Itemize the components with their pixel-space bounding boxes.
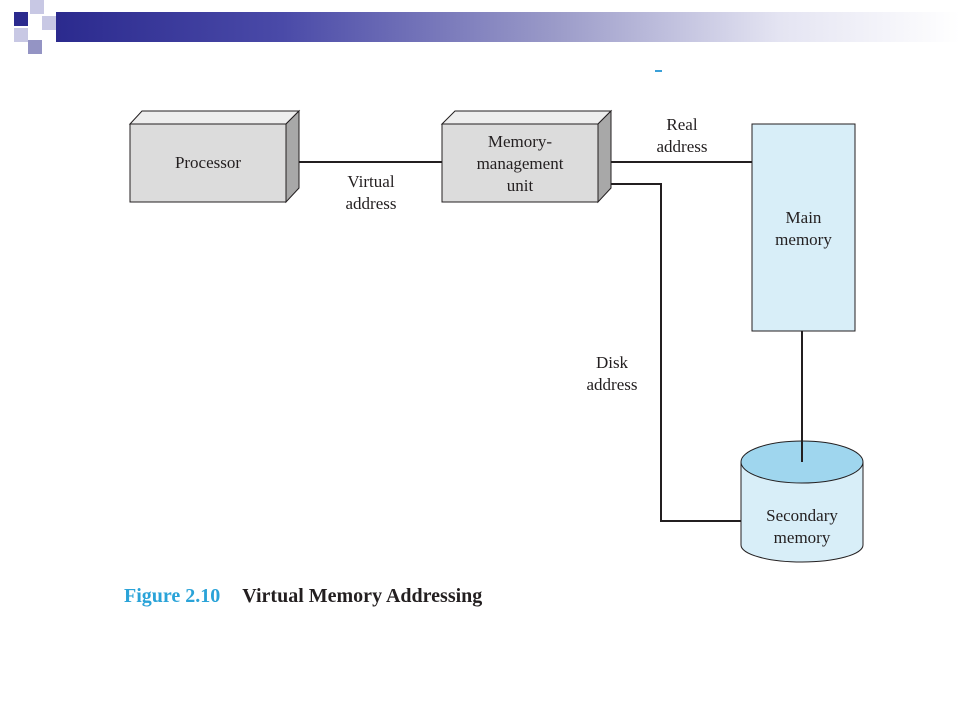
secondary-memory-label-line: Secondary — [766, 506, 838, 525]
main-memory-label-line: memory — [775, 230, 832, 249]
virtual-address-label-line: address — [345, 194, 397, 213]
header-square-light — [30, 0, 44, 14]
virtual-address-label-line: Virtual — [347, 172, 395, 191]
processor-box — [128, 109, 301, 204]
decorative-tick — [655, 70, 662, 72]
edge-mmu-disk — [598, 183, 742, 522]
real-address-label-line: Real — [666, 115, 698, 134]
disk-address-label: Disk address — [562, 352, 662, 396]
header-square-dark — [14, 12, 28, 26]
processor-label: Processor — [174, 153, 242, 172]
header-square-light — [42, 16, 56, 30]
main-memory-box — [751, 123, 856, 332]
mmu-box — [440, 109, 613, 204]
mmu-label: Memory- management unit — [442, 131, 598, 197]
virtual-address-label: Virtual address — [320, 171, 422, 215]
main-memory-label-line: Main — [785, 208, 822, 227]
secondary-memory-label: Secondary memory — [741, 505, 863, 549]
figure-title: Virtual Memory Addressing — [242, 585, 483, 607]
secondary-memory-label-line: memory — [773, 528, 831, 547]
disk-address-label-line: Disk — [595, 353, 629, 372]
slide-header-decoration — [0, 0, 960, 60]
header-square-mid — [28, 40, 42, 54]
real-address-label-line: address — [656, 137, 708, 156]
mmu-label-line: management — [476, 154, 564, 173]
mmu-label-line: unit — [506, 176, 534, 195]
mmu-label-line: Memory- — [487, 132, 553, 151]
header-gradient-bar — [56, 12, 960, 42]
real-address-label: Real address — [632, 114, 732, 158]
main-memory-label: Main memory — [752, 207, 855, 251]
header-square-light — [14, 28, 28, 42]
figure-caption: Figure 2.10 Virtual Memory Addressing — [124, 585, 482, 608]
disk-address-label-line: address — [586, 375, 638, 394]
figure-number: Figure 2.10 — [124, 585, 221, 607]
